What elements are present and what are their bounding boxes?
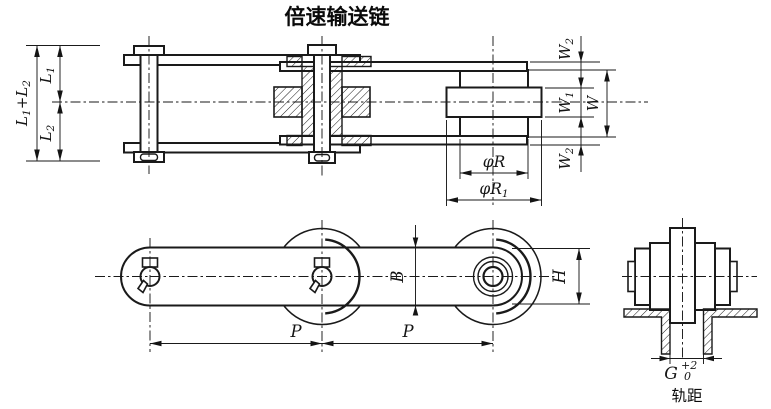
- dim-label-pitch-left: P: [289, 322, 302, 341]
- dim-label-w: W: [584, 94, 602, 111]
- dim-label-gauge-g: G: [664, 364, 678, 384]
- guide-rail-left: [623, 308, 671, 355]
- cotter-leg: [136, 279, 149, 294]
- inner-plate-bottom: [279, 135, 528, 146]
- section-view: [622, 218, 758, 364]
- dim-label-l1: L1: [37, 67, 57, 85]
- gauge-tolerance-lower: 0: [684, 370, 691, 383]
- centerlines-plan: [95, 220, 555, 352]
- dim-label-pitch-right: P: [401, 322, 414, 341]
- dim-label-plate-width-b: B: [388, 270, 407, 283]
- centerlines-side: [52, 36, 648, 205]
- extension-lines-side: [26, 45, 616, 206]
- dim-label-plate-height-h: H: [550, 269, 569, 285]
- gauge-tolerance-upper: +2: [681, 359, 697, 372]
- plan-view: [95, 220, 590, 352]
- track-gauge-label: 轨距: [671, 387, 702, 405]
- dimension-labels: L1+L2 L1 L2 W2 W1 W W2 φR φR1 P P B H G …: [13, 38, 703, 405]
- dim-label-l1-plus-l2: L1+L2: [13, 80, 33, 127]
- dim-label-w2-top: W2: [556, 38, 576, 60]
- dim-label-w2-bottom: W2: [556, 147, 576, 169]
- side-view: [26, 36, 648, 206]
- link-plates-side: [123, 54, 528, 154]
- dim-label-w1: W1: [556, 91, 576, 113]
- roller-side: [445, 69, 543, 138]
- dimension-lines-plan: [150, 225, 590, 347]
- hatched-plate-section: [341, 55, 372, 68]
- outer-plate-bottom: [123, 142, 361, 154]
- hatched-plate-section: [286, 134, 303, 147]
- cotter-leg: [308, 279, 321, 294]
- dimension-lines-section: [651, 352, 722, 364]
- dim-label-l2: L2: [37, 124, 57, 142]
- drawing-title: 倍速输送链: [285, 5, 391, 29]
- dimension-lines-side: [34, 36, 610, 203]
- hatched-plate-section: [341, 134, 372, 147]
- dim-label-phi-r: φR: [483, 153, 506, 171]
- centerlines-section: [622, 218, 757, 360]
- bushing-wall: [301, 65, 315, 137]
- inner-plate-top: [279, 61, 528, 72]
- guide-rail-right: [702, 308, 758, 355]
- hatched-plate-section: [286, 55, 303, 68]
- bushing-wall: [329, 65, 343, 137]
- dim-label-phi-r1: φR1: [479, 180, 508, 200]
